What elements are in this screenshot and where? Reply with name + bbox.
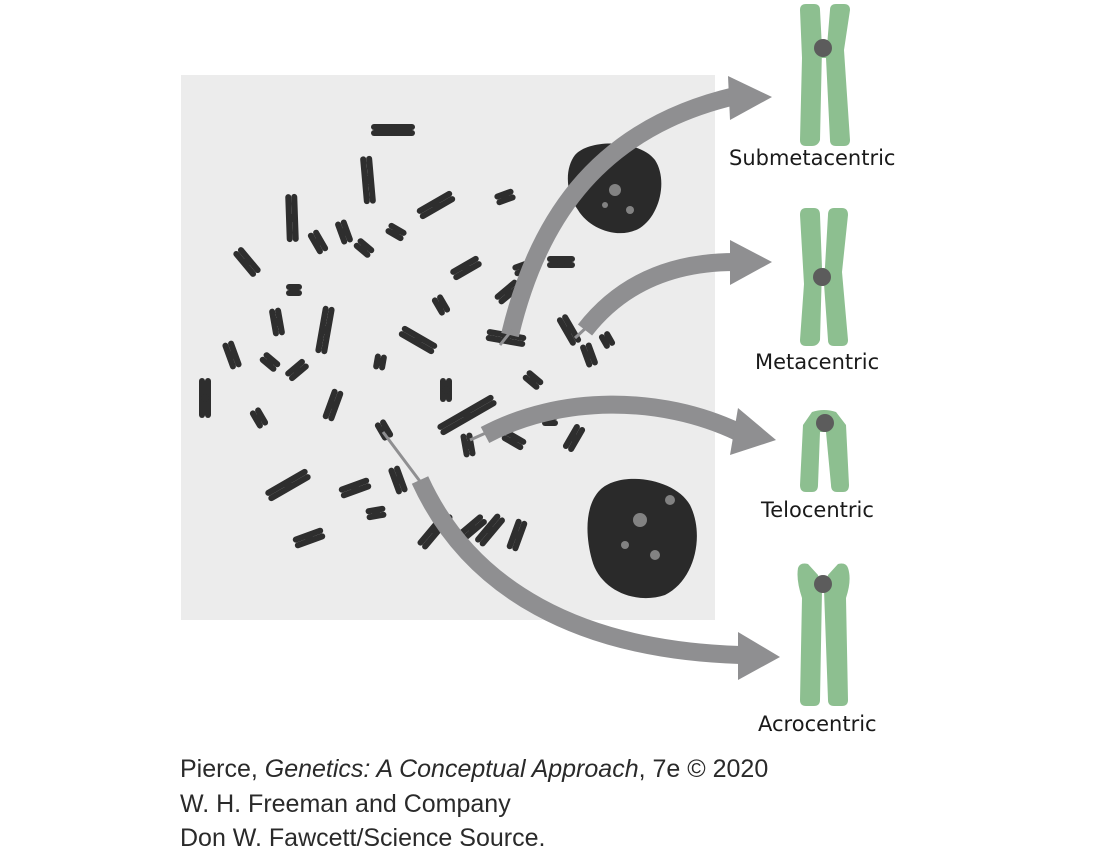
arrow-to-metacentric <box>573 240 772 340</box>
micrograph-chromosome <box>506 518 528 552</box>
micrograph-chromosome <box>494 188 516 206</box>
submetacentric-chromosome <box>800 4 850 146</box>
micrograph-chromosome <box>501 429 527 451</box>
micrograph-chromosome <box>259 352 281 372</box>
credit-author: Pierce, <box>180 755 265 783</box>
micrograph-chromosome <box>457 514 487 542</box>
arrows <box>381 76 780 680</box>
micrograph-chromosome <box>285 193 299 243</box>
micrograph-chromosome <box>522 370 544 390</box>
micrograph-chromosome <box>431 294 451 316</box>
credit-line-1: Pierce, Genetics: A Conceptual Approach,… <box>180 755 768 784</box>
micrograph-chromosome <box>286 284 302 296</box>
micrograph-chromosome <box>199 378 211 418</box>
centromere-icon <box>814 39 832 57</box>
micrograph-chromosome <box>269 307 285 337</box>
micrograph-chromosome <box>315 305 335 355</box>
label-submetacentric: Submetacentric <box>729 146 896 170</box>
acrocentric-chromosome <box>797 563 850 706</box>
credit-publisher: W. H. Freeman and Company <box>180 790 511 818</box>
micrograph-chromosome <box>373 353 387 371</box>
micrograph-chromosome <box>322 388 344 422</box>
micrograph-chromosome <box>598 331 616 349</box>
centromere-icon <box>813 268 831 286</box>
micrograph-chromosome <box>335 219 353 245</box>
micrograph-chromosome <box>249 407 269 429</box>
label-telocentric: Telocentric <box>761 498 874 522</box>
micrograph-chromosome <box>365 505 387 521</box>
arrow-to-telocentric <box>469 395 776 455</box>
telocentric-chromosome <box>800 410 849 492</box>
micrograph-chromosome <box>292 527 326 549</box>
micrograph-chromosome <box>285 358 309 382</box>
nucleus-texture <box>602 184 675 560</box>
nucleus-bottom <box>587 478 697 599</box>
micrograph-chromosome <box>398 325 438 355</box>
micrograph-chromosome <box>307 229 329 255</box>
micrograph-chromosome <box>580 342 598 368</box>
credit-book-title: Genetics: A Conceptual Approach <box>264 755 639 783</box>
micrograph-chromosome <box>416 190 456 220</box>
credit-photo: Don W. Fawcett/Science Source. <box>180 824 546 852</box>
micrograph-chromosome <box>353 238 375 258</box>
label-acrocentric: Acrocentric <box>758 712 877 736</box>
credit-edition: , 7e © 2020 <box>638 755 769 783</box>
micrograph-chromosome <box>265 468 311 502</box>
micrograph-chromosome <box>437 394 497 436</box>
arrow-to-submetacentric <box>498 76 772 346</box>
micrograph-chromosome <box>371 124 415 136</box>
micrograph-chromosome <box>450 255 482 281</box>
micrograph-chromosome <box>360 155 376 205</box>
micrograph-chromosome <box>388 465 408 495</box>
micrograph-chromosome <box>385 222 407 242</box>
micrograph-chromosome <box>460 432 476 458</box>
micrograph-chromosome <box>338 477 372 499</box>
centromere-icon <box>816 414 834 432</box>
micrograph-chromosome <box>233 247 261 277</box>
micrograph-chromosome <box>440 378 452 402</box>
centromere-icon <box>814 575 832 593</box>
micrograph-chromosome <box>547 256 575 268</box>
metacentric-chromosome <box>800 208 848 346</box>
label-metacentric: Metacentric <box>755 350 880 374</box>
micrograph-chromosome <box>562 423 586 453</box>
micrograph-chromosome <box>475 513 505 547</box>
micrograph-chromosome <box>222 340 242 370</box>
micrograph-chromosomes <box>199 124 616 552</box>
arrow-to-acrocentric <box>381 431 780 680</box>
